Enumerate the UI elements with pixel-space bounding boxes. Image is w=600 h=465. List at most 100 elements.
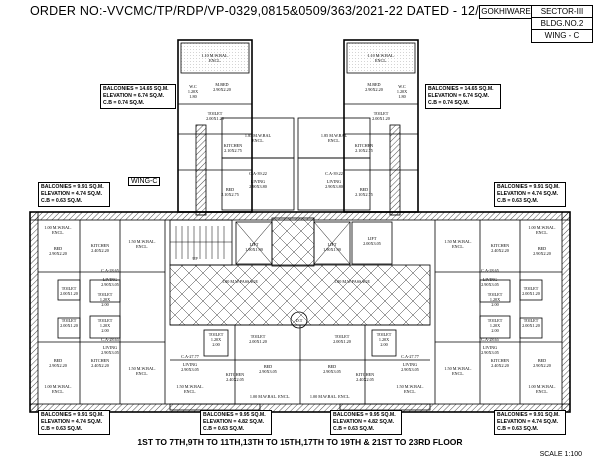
svg-text:2.90X3.80: 2.90X3.80 — [325, 184, 343, 189]
svg-text:2.40X2.05: 2.40X2.05 — [356, 377, 374, 382]
cb-text: C.B = 0.74 SQ.M. — [103, 100, 145, 106]
balconies-text: BALCONIES = 9.91 SQ.M. — [41, 184, 104, 190]
svg-text:2.10X2.75: 2.10X2.75 — [224, 148, 242, 153]
svg-text:2.00X1.20: 2.00X1.20 — [522, 291, 540, 296]
area-box-bottom-center-left: BALCONIES = 9.95 SQ.M. ELEVATION = 4.82 … — [200, 410, 272, 435]
svg-text:TOILET: TOILET — [208, 111, 223, 116]
svg-text:1.50 M.W.BAL.: 1.50 M.W.BAL. — [444, 239, 471, 244]
svg-text:KITCHEN: KITCHEN — [226, 372, 244, 377]
svg-text:LIVING: LIVING — [251, 179, 265, 184]
svg-text:BED: BED — [360, 187, 368, 192]
svg-text:W.C: W.C — [189, 84, 197, 89]
svg-text:LIVING: LIVING — [183, 362, 197, 367]
svg-text:KITCHEN: KITCHEN — [224, 143, 242, 148]
svg-text:2.00X1.20: 2.00X1.20 — [206, 116, 224, 121]
scale-label: SCALE 1:100 — [539, 451, 582, 458]
area-box-bottom-right: BALCONIES = 9.91 SQ.M. ELEVATION = 4.74 … — [494, 410, 566, 435]
svg-text:2.90X2.20: 2.90X2.20 — [365, 87, 383, 92]
svg-text:1.00 M.W.BAL. ENCL.: 1.00 M.W.BAL. ENCL. — [310, 394, 350, 399]
svg-text:UP: UP — [192, 256, 198, 261]
balconies-text: BALCONIES = 9.91 SQ.M. — [497, 184, 560, 190]
area-box-mid-left: BALCONIES = 9.91 SQ.M. ELEVATION = 4.74 … — [38, 182, 110, 207]
cb-text: C.B = 0.74 SQ.M. — [428, 100, 470, 106]
svg-text:2.90X2.20: 2.90X2.20 — [533, 251, 551, 256]
svg-text:TOILET: TOILET — [251, 334, 266, 339]
elevation-text: ELEVATION = 4.82 SQ.M. — [203, 419, 265, 425]
svg-text:BED: BED — [328, 364, 336, 369]
svg-text:1.90X1.90: 1.90X1.90 — [323, 247, 341, 252]
svg-text:KITCHEN: KITCHEN — [91, 358, 109, 363]
svg-text:2.00X1.20: 2.00X1.20 — [522, 323, 540, 328]
svg-text:C.A-39.22: C.A-39.22 — [325, 171, 343, 176]
svg-text:2.00X1.20: 2.00X1.20 — [249, 339, 267, 344]
svg-text:1.00 M.W.BAL.: 1.00 M.W.BAL. — [528, 225, 555, 230]
svg-text:2.40X2.20: 2.40X2.20 — [491, 363, 509, 368]
cb-text: C.B = 0.63 SQ.M. — [203, 426, 245, 432]
svg-text:2.90X2.20: 2.90X2.20 — [213, 87, 231, 92]
cb-text: C.B = 0.63 SQ.M. — [41, 426, 83, 432]
svg-text:2.90X3.05: 2.90X3.05 — [401, 367, 419, 372]
balconies-text: BALCONIES = 9.91 SQ.M. — [41, 412, 104, 418]
balconies-text: BALCONIES = 9.95 SQ.M. — [203, 412, 266, 418]
svg-text:D.T: D.T — [296, 318, 303, 323]
svg-text:2.10X2.75: 2.10X2.75 — [221, 192, 239, 197]
svg-text:TOILET: TOILET — [488, 318, 503, 323]
svg-text:TOILET: TOILET — [209, 332, 224, 337]
svg-text:1.50 M.W.BAL.: 1.50 M.W.BAL. — [396, 384, 423, 389]
cb-text: C.B = 0.63 SQ.M. — [497, 198, 539, 204]
svg-text:1.90X1.90: 1.90X1.90 — [245, 247, 263, 252]
svg-text:2.40X2.20: 2.40X2.20 — [91, 248, 109, 253]
svg-text:ENCL.: ENCL. — [404, 389, 416, 394]
svg-text:1.50 M.W.BAL.: 1.50 M.W.BAL. — [444, 366, 471, 371]
svg-text:1.80: 1.80 — [398, 94, 405, 99]
svg-text:1.20X: 1.20X — [490, 323, 500, 328]
svg-text:1.00 M.W.BAL.: 1.00 M.W.BAL. — [44, 384, 71, 389]
svg-text:2.00X1.20: 2.00X1.20 — [60, 291, 78, 296]
area-box-bottom-left: BALCONIES = 9.91 SQ.M. ELEVATION = 4.74 … — [38, 410, 110, 435]
elevation-text: ELEVATION = 4.74 SQ.M. — [41, 191, 103, 197]
svg-text:C.A-39.22: C.A-39.22 — [249, 171, 267, 176]
svg-text:C.A-28.65: C.A-28.65 — [101, 337, 119, 342]
svg-text:TOILET: TOILET — [377, 332, 392, 337]
svg-text:LIVING: LIVING — [403, 362, 417, 367]
svg-text:1.10 M.W.BAL.: 1.10 M.W.BAL. — [201, 53, 228, 58]
svg-text:ENCL.: ENCL. — [209, 58, 221, 63]
svg-text:2.00X1.20: 2.00X1.20 — [60, 323, 78, 328]
area-box-top-right: BALCONIES = 14.65 SQ.M. ELEVATION = 6.74… — [425, 84, 501, 109]
elevation-text: ELEVATION = 6.74 SQ.M. — [428, 93, 490, 99]
svg-text:BED: BED — [54, 246, 62, 251]
area-box-bottom-center-right: BALCONIES = 9.95 SQ.M. ELEVATION = 4.82 … — [330, 410, 402, 435]
balconies-text: BALCONIES = 9.95 SQ.M. — [333, 412, 396, 418]
svg-text:M.BED: M.BED — [215, 82, 228, 87]
svg-text:KITCHEN: KITCHEN — [356, 372, 374, 377]
cb-text: C.B = 0.63 SQ.M. — [497, 426, 539, 432]
svg-text:TOILET: TOILET — [524, 318, 539, 323]
svg-text:2.90X3.05: 2.90X3.05 — [259, 369, 277, 374]
svg-text:TOILET: TOILET — [488, 292, 503, 297]
svg-text:2.90X3.05: 2.90X3.05 — [101, 350, 119, 355]
svg-text:C.A-27.77: C.A-27.77 — [181, 354, 199, 359]
svg-text:ENCL.: ENCL. — [136, 371, 148, 376]
svg-text:1.85 M.W.BAL: 1.85 M.W.BAL — [321, 133, 348, 138]
cb-text: C.B = 0.63 SQ.M. — [41, 198, 83, 204]
svg-text:TOILET: TOILET — [62, 286, 77, 291]
svg-text:1.80 M.W.PASSAGE: 1.80 M.W.PASSAGE — [222, 279, 258, 284]
svg-text:2.40X2.05: 2.40X2.05 — [226, 377, 244, 382]
elevation-text: ELEVATION = 4.74 SQ.M. — [497, 419, 559, 425]
svg-text:BED: BED — [54, 358, 62, 363]
wing-c-label: WING-C — [128, 177, 161, 186]
svg-text:2.40X2.20: 2.40X2.20 — [91, 363, 109, 368]
svg-text:LIFT: LIFT — [368, 236, 377, 241]
balconies-text: BALCONIES = 14.65 SQ.M. — [103, 86, 169, 92]
svg-text:C.A-28.65: C.A-28.65 — [481, 337, 499, 342]
svg-text:2.00: 2.00 — [380, 342, 387, 347]
svg-text:1.80: 1.80 — [189, 94, 196, 99]
svg-text:1.00 M.W.BAL. ENCL.: 1.00 M.W.BAL. ENCL. — [250, 394, 290, 399]
svg-text:1.20X: 1.20X — [490, 297, 500, 302]
svg-text:1.85 M.W.BAL: 1.85 M.W.BAL — [245, 133, 272, 138]
svg-text:1.20X: 1.20X — [188, 89, 198, 94]
svg-text:TOILET: TOILET — [98, 292, 113, 297]
svg-text:1.80 M.W.PASSAGE: 1.80 M.W.PASSAGE — [334, 279, 370, 284]
svg-text:1.20X: 1.20X — [397, 89, 407, 94]
gokhiware-tag: GOKHIWARE — [479, 5, 533, 19]
